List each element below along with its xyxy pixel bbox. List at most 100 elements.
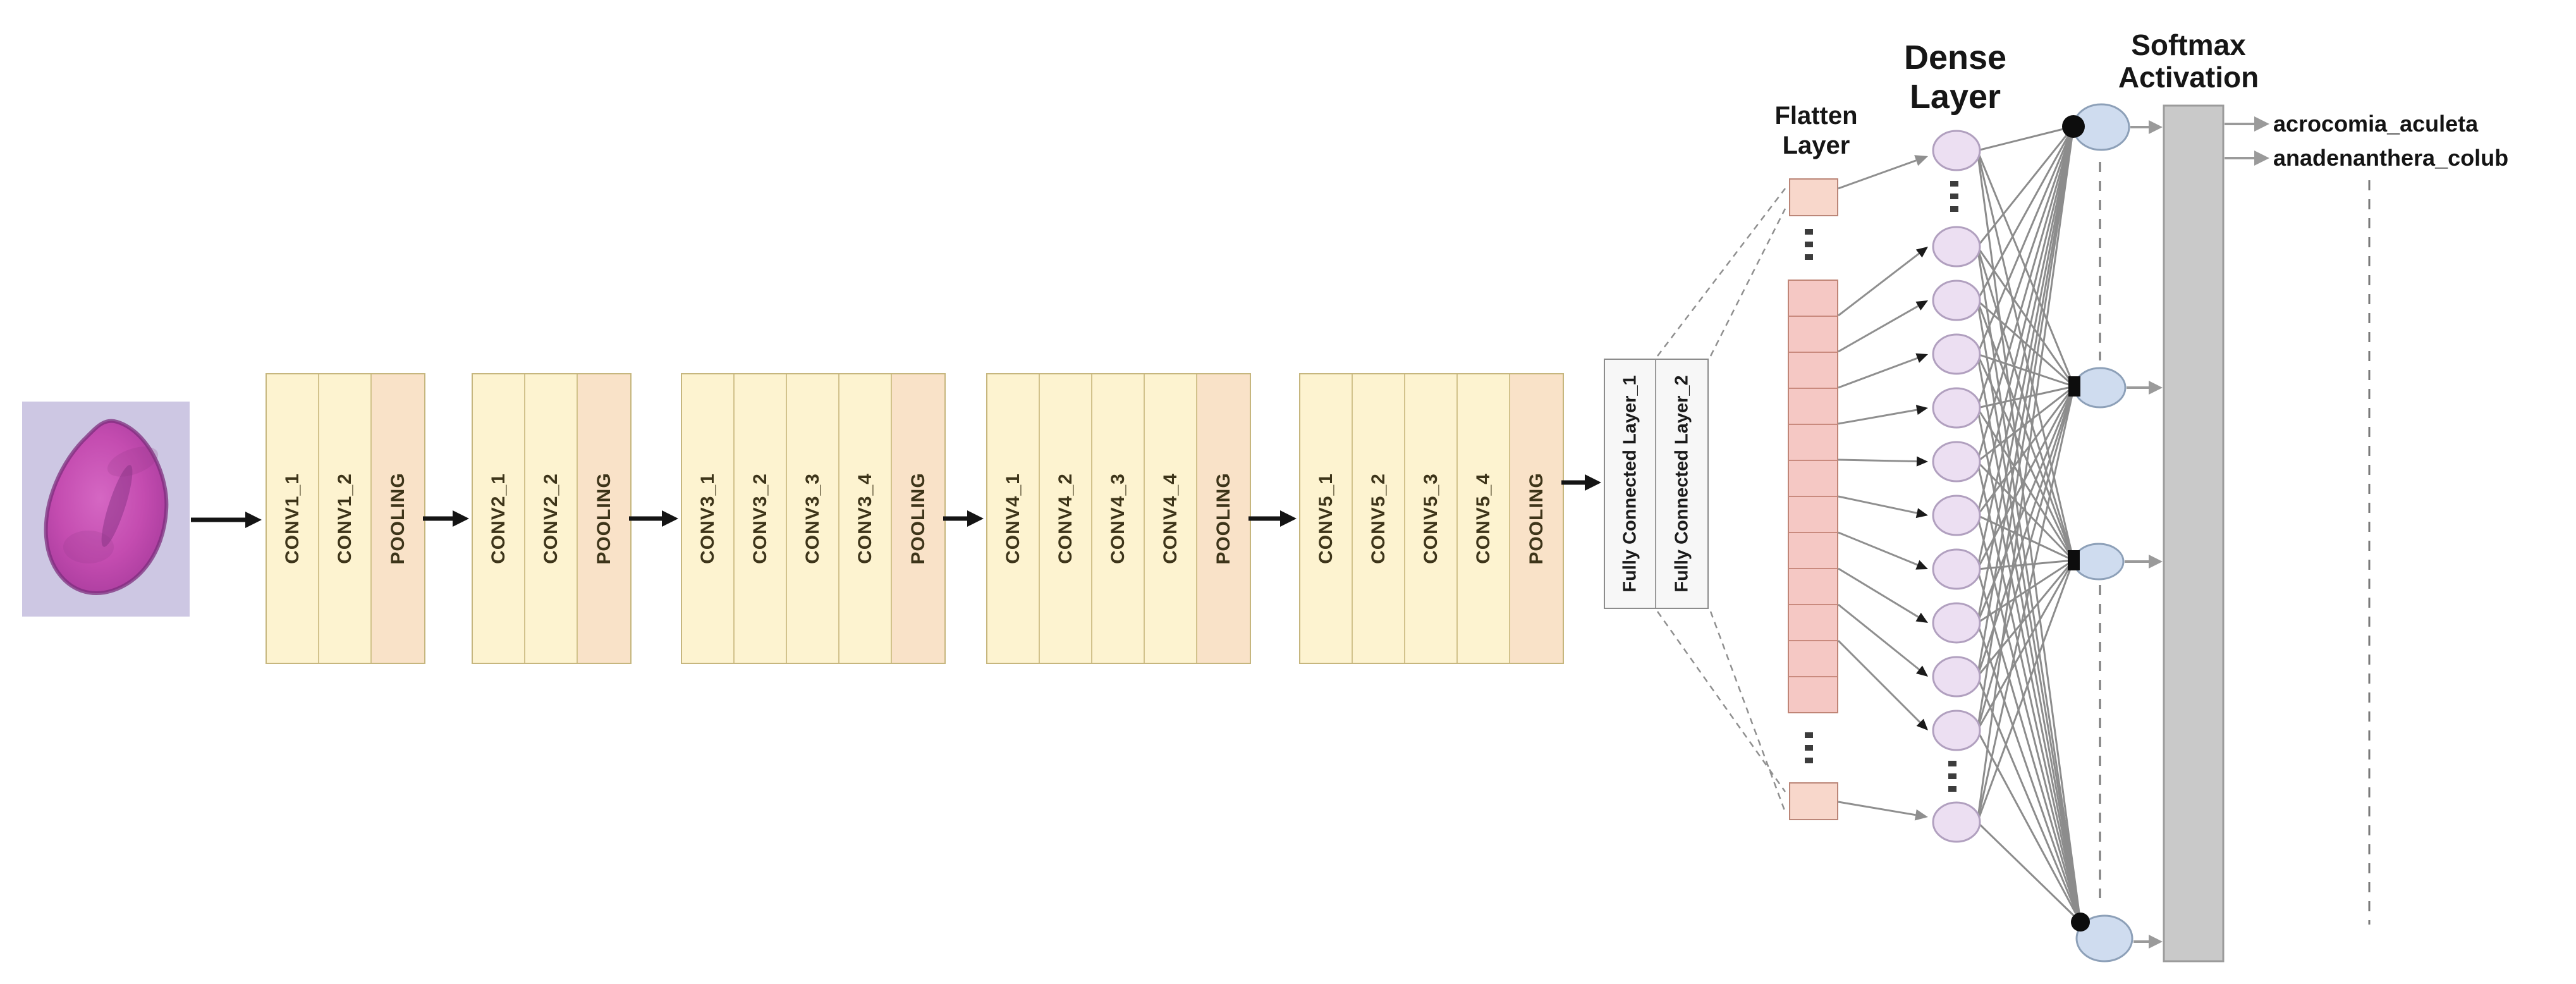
fc-expansion-dashed-line bbox=[1656, 611, 1786, 792]
softmax-activation-heading-line1: Softmax bbox=[2131, 28, 2246, 61]
flatten-top-to-dense-arrow-shaft bbox=[1838, 159, 1917, 190]
layer-label: CONV4_1 bbox=[1002, 473, 1023, 564]
flatten-cell-top bbox=[1789, 178, 1838, 216]
flatten-cell-1 bbox=[1789, 281, 1837, 316]
layer-block3-conv3_2: CONV3_2 bbox=[735, 374, 787, 663]
flatten-to-dense-arrowhead bbox=[1915, 405, 1928, 415]
dense-top-ellipsis-dot bbox=[1950, 206, 1958, 212]
dense-to-output-line bbox=[1976, 386, 2075, 624]
layer-block4-conv4_1: CONV4_1 bbox=[987, 374, 1040, 663]
layer-label: POOLING bbox=[387, 472, 408, 565]
layer-label: CONV5_4 bbox=[1472, 473, 1494, 564]
dense-to-output-line bbox=[1976, 150, 2075, 561]
dense-to-output-line bbox=[1976, 126, 2075, 731]
dense-neuron-11 bbox=[1932, 710, 1981, 751]
flatten-to-dense-arrowhead bbox=[1915, 353, 1928, 363]
layer-block1-conv1_1: CONV1_1 bbox=[267, 374, 319, 663]
layer-block4-conv4_3: CONV4_3 bbox=[1092, 374, 1145, 663]
softmax-activation-heading: Softmax Activation bbox=[2078, 29, 2299, 94]
flatten-cell-3 bbox=[1789, 352, 1837, 388]
fully-connected-layer-1: Fully Connected Layer_1 bbox=[1605, 360, 1656, 608]
flatten-cell-6 bbox=[1789, 460, 1837, 496]
dense-to-output-line bbox=[1976, 126, 2075, 301]
dense-to-output-line bbox=[1977, 353, 2075, 388]
fc-expansion-dashed-line bbox=[1657, 188, 1786, 357]
flatten-to-dense-arrowhead bbox=[1916, 456, 1928, 467]
dense-layer-heading-line1: Dense bbox=[1903, 39, 2007, 77]
dense-neuron-4 bbox=[1932, 333, 1981, 375]
flatten-cell-5 bbox=[1789, 424, 1837, 460]
flow-arrow-head bbox=[967, 510, 984, 527]
dense-top-ellipsis-dot bbox=[1950, 181, 1958, 187]
dense-neuron-9 bbox=[1932, 602, 1981, 644]
output-class-label-2: anadenanthera_colub bbox=[2273, 145, 2509, 171]
dense-to-output-line bbox=[1976, 354, 2075, 561]
convergence-dot-2 bbox=[2068, 376, 2080, 397]
flatten-to-dense-line bbox=[1838, 603, 1921, 672]
flatten-cell-8 bbox=[1789, 532, 1837, 568]
fc-expansion-dashed-line bbox=[1709, 208, 1786, 357]
flatten-to-dense-line bbox=[1838, 409, 1919, 425]
dense-to-output-line bbox=[1976, 515, 2082, 923]
dense-to-output-line bbox=[1976, 126, 2075, 677]
pollen-image-graphic bbox=[22, 402, 190, 617]
dense-to-output-line bbox=[1976, 246, 2082, 923]
layer-block4-conv4_4: CONV4_4 bbox=[1145, 374, 1197, 663]
flow-arrow-head bbox=[662, 510, 678, 527]
dense-to-output-line bbox=[1976, 821, 2082, 923]
flatten-cell-12 bbox=[1789, 676, 1837, 712]
layer-label: CONV3_1 bbox=[697, 473, 718, 564]
softmax-to-class2-arrow-head bbox=[2254, 151, 2269, 166]
flatten-cell-10 bbox=[1789, 604, 1837, 640]
layer-label: CONV1_1 bbox=[281, 473, 303, 564]
dense-neuron-12 bbox=[1932, 801, 1981, 843]
layer-block3-conv3_4: CONV3_4 bbox=[839, 374, 892, 663]
dense-to-output-line bbox=[1976, 560, 2075, 677]
flatten-bottom-ellipsis-dot bbox=[1805, 732, 1813, 738]
dense-bottom-ellipsis-dot bbox=[1948, 786, 1956, 792]
layer-block3-conv3_1: CONV3_1 bbox=[682, 374, 735, 663]
layer-block4-conv4_2: CONV4_2 bbox=[1040, 374, 1092, 663]
flatten-cell-stack bbox=[1788, 280, 1838, 713]
dense-to-output-line bbox=[1976, 460, 2075, 562]
flatten-to-dense-line bbox=[1837, 639, 1922, 724]
layer-label: CONV5_1 bbox=[1315, 473, 1336, 564]
layer-label: CONV4_3 bbox=[1107, 473, 1128, 564]
flatten-to-dense-arrowhead bbox=[1915, 300, 1928, 311]
flatten-top-ellipsis-dot bbox=[1805, 242, 1813, 247]
layer-block5-conv5_3: CONV5_3 bbox=[1405, 374, 1458, 663]
layer-label: CONV3_3 bbox=[802, 473, 823, 564]
dense-neuron-10 bbox=[1932, 656, 1981, 698]
dense-to-output-line bbox=[1976, 354, 2082, 923]
dense-to-output-line bbox=[1976, 246, 2075, 561]
softmax-bar bbox=[2163, 104, 2225, 962]
flatten-cell-4 bbox=[1789, 388, 1837, 424]
output-neuron-4 bbox=[2075, 914, 2133, 962]
dense-to-output-line bbox=[1976, 126, 2075, 247]
dense-to-output-line bbox=[1977, 125, 2074, 152]
layer-label: CONV3_2 bbox=[749, 473, 771, 564]
flatten-to-dense-arrowhead bbox=[1916, 718, 1928, 730]
layer-label: CONV5_3 bbox=[1420, 473, 1441, 564]
flatten-top-ellipsis-dot bbox=[1805, 254, 1813, 260]
output-class-label-1: acrocomia_aculeta bbox=[2273, 111, 2479, 137]
layer-block1-pooling: POOLING bbox=[372, 374, 424, 663]
flatten-to-dense-line bbox=[1838, 495, 1919, 515]
softmax-to-class1-arrow-head bbox=[2254, 116, 2269, 132]
convergence-dot-3 bbox=[2068, 550, 2080, 570]
dense-to-output-line bbox=[1976, 300, 2075, 561]
dense-layer-heading: Dense Layer bbox=[1860, 38, 2050, 116]
flatten-cell-11 bbox=[1789, 640, 1837, 676]
dense-to-output-line bbox=[1976, 407, 2075, 561]
softmax-activation-heading-line2: Activation bbox=[2118, 61, 2259, 94]
dense-bottom-ellipsis-dot bbox=[1948, 773, 1956, 779]
dense-to-output-line bbox=[1976, 622, 2082, 923]
dense-to-output-line bbox=[1977, 385, 2075, 409]
dense-to-output-line bbox=[1976, 246, 2075, 387]
flatten-to-dense-arrowhead bbox=[1915, 612, 1928, 623]
dense-neuron-5 bbox=[1932, 387, 1981, 429]
